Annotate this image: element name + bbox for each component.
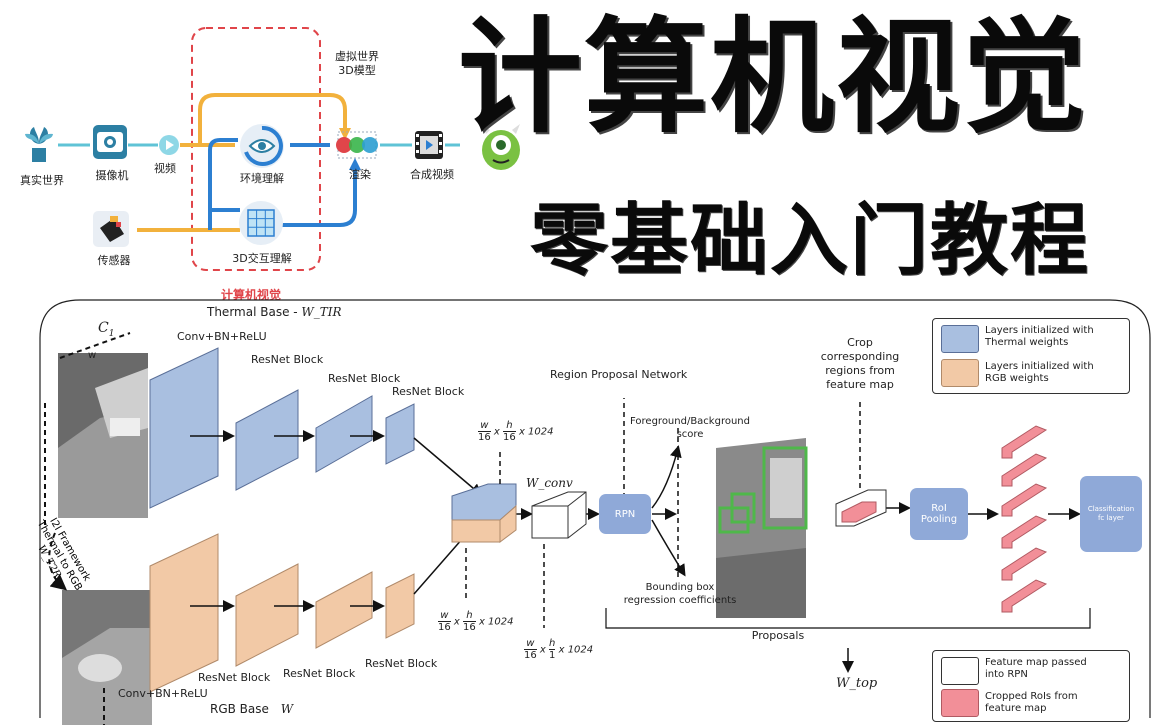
- fg-score-1: Foreground/Background: [630, 416, 750, 427]
- dim-top-h: h: [503, 420, 516, 432]
- main-title: 计算机视觉: [458, 6, 1089, 150]
- roi-pooling-node: RoI Pooling: [910, 488, 968, 540]
- legend-rois-1: Cropped RoIs from: [985, 691, 1078, 702]
- cv-box-label: 计算机视觉: [220, 288, 282, 302]
- dim-mid-h: h: [463, 610, 476, 622]
- rpn-node: RPN: [599, 494, 651, 534]
- classification-1: Classification: [1087, 505, 1135, 513]
- plant-icon: [22, 122, 56, 166]
- crop-2: corresponding: [820, 350, 900, 363]
- dim-bot-h: h: [549, 638, 556, 650]
- render-label: 渲染: [349, 168, 371, 181]
- resnet-top-3: ResNet Block: [392, 385, 465, 398]
- conv-bottom-label: Conv+BN+ReLU: [118, 687, 208, 700]
- crop-3: regions from: [825, 364, 895, 377]
- cv-dashed-box: [191, 27, 321, 271]
- thermal-base-label: Thermal Base -: [207, 305, 302, 319]
- camera-label: 摄像机: [95, 169, 129, 182]
- rgb-circles-icon: [332, 130, 382, 160]
- legend-rgb-1: Layers initialized with: [985, 361, 1094, 372]
- env-understanding-label: 环境理解: [240, 172, 284, 185]
- legend-rgb-2: RGB weights: [985, 373, 1049, 384]
- network-lines: [39, 299, 1151, 725]
- pipeline-arrows: [58, 27, 460, 271]
- resnet-bottom-1: ResNet Block: [198, 671, 271, 684]
- roi-pooling-2: Pooling: [920, 514, 958, 525]
- sub-title: 零基础入门教程: [530, 196, 1091, 286]
- crop-1: Crop: [847, 336, 873, 349]
- video-label: 视频: [154, 162, 176, 175]
- dim-bot-1: 1: [549, 650, 556, 661]
- play-icon: [158, 134, 180, 156]
- dim-mid-16b: 16: [463, 622, 476, 633]
- dim-bot-x: x: [539, 644, 546, 656]
- sensor-label: 传感器: [97, 254, 131, 267]
- bbox-1: Bounding box: [645, 582, 715, 593]
- model-3d-label: 3D模型: [338, 64, 376, 77]
- crop-4: feature map: [826, 378, 894, 391]
- rgb-base-label: RGB Base: [210, 702, 269, 716]
- c1-label: C: [98, 320, 109, 336]
- bbox-2: regression coefficients: [623, 595, 737, 606]
- rpn-title: Region Proposal Network: [550, 368, 688, 381]
- dim-top-16b: 16: [503, 432, 516, 443]
- network-diagram: Thermal Base - W_TIR RGB Base W C1 w Con…: [0, 298, 1163, 727]
- dim-mid-w: w: [438, 610, 451, 622]
- classification-2: fc layer: [1097, 514, 1125, 522]
- sensor-chip-icon: [92, 210, 130, 248]
- conv-top-label: Conv+BN+ReLU: [177, 330, 267, 343]
- interaction-3d-label: 3D交互理解: [232, 252, 292, 265]
- dim-top-16a: 16: [478, 432, 491, 443]
- legend-thermal-2: Thermal weights: [985, 337, 1069, 348]
- dim-top-x: x: [493, 426, 500, 438]
- grid-cube-icon: [238, 200, 284, 246]
- legend-fmap-swatch: [941, 657, 979, 685]
- legend-fmap-2: into RPN: [985, 669, 1028, 680]
- real-world-label: 真实世界: [20, 174, 64, 187]
- dim-mid-x: x: [453, 616, 460, 628]
- roi-pooling-1: RoI: [931, 503, 947, 514]
- w-top-label: W_top: [836, 676, 878, 691]
- dim-bot-16: 16: [524, 650, 537, 661]
- dim-top-w: w: [478, 420, 491, 432]
- classification-node: Classification fc layer: [1080, 476, 1142, 552]
- legend-rois-swatch: [941, 689, 979, 717]
- resnet-bottom-3: ResNet Block: [365, 657, 438, 670]
- w-dim-label: w: [88, 350, 97, 361]
- film-icon: [414, 130, 444, 160]
- resnet-top-1: ResNet Block: [251, 353, 324, 366]
- w-conv-label: W_conv: [526, 476, 573, 490]
- proposals-label: Proposals: [751, 629, 805, 642]
- monster-icon: [478, 120, 524, 172]
- thermal-base-math: W_TIR: [301, 305, 342, 319]
- dim-mid-16a: 16: [438, 622, 451, 633]
- dim-mid-1024: x 1024: [478, 616, 514, 628]
- eye-target-icon: [238, 122, 286, 170]
- dim-bot-w: w: [524, 638, 537, 650]
- legend-rgb-swatch: [941, 359, 979, 387]
- resnet-top-2: ResNet Block: [328, 372, 401, 385]
- top-pipeline-diagram: 真实世界 摄像机 视频 传感器 环境理解 3D交互理解 虚拟世界 3D模型 渲染…: [0, 0, 460, 302]
- dim-bot-1024: x 1024: [558, 644, 594, 656]
- legend-rois-2: feature map: [985, 703, 1047, 714]
- c1-sub: 1: [108, 328, 115, 339]
- fg-score-2: score: [676, 429, 704, 440]
- rgb-base-math: W: [280, 702, 294, 716]
- legend-thermal-1: Layers initialized with: [985, 325, 1094, 336]
- camera-icon: [92, 124, 128, 160]
- composite-video-label: 合成视频: [410, 168, 454, 181]
- legend-thermal-swatch: [941, 325, 979, 353]
- virtual-world-label: 虚拟世界: [335, 50, 379, 63]
- dim-top-1024: x 1024: [518, 426, 554, 438]
- legend-fmap-1: Feature map passed: [985, 657, 1087, 668]
- resnet-bottom-2: ResNet Block: [283, 667, 356, 680]
